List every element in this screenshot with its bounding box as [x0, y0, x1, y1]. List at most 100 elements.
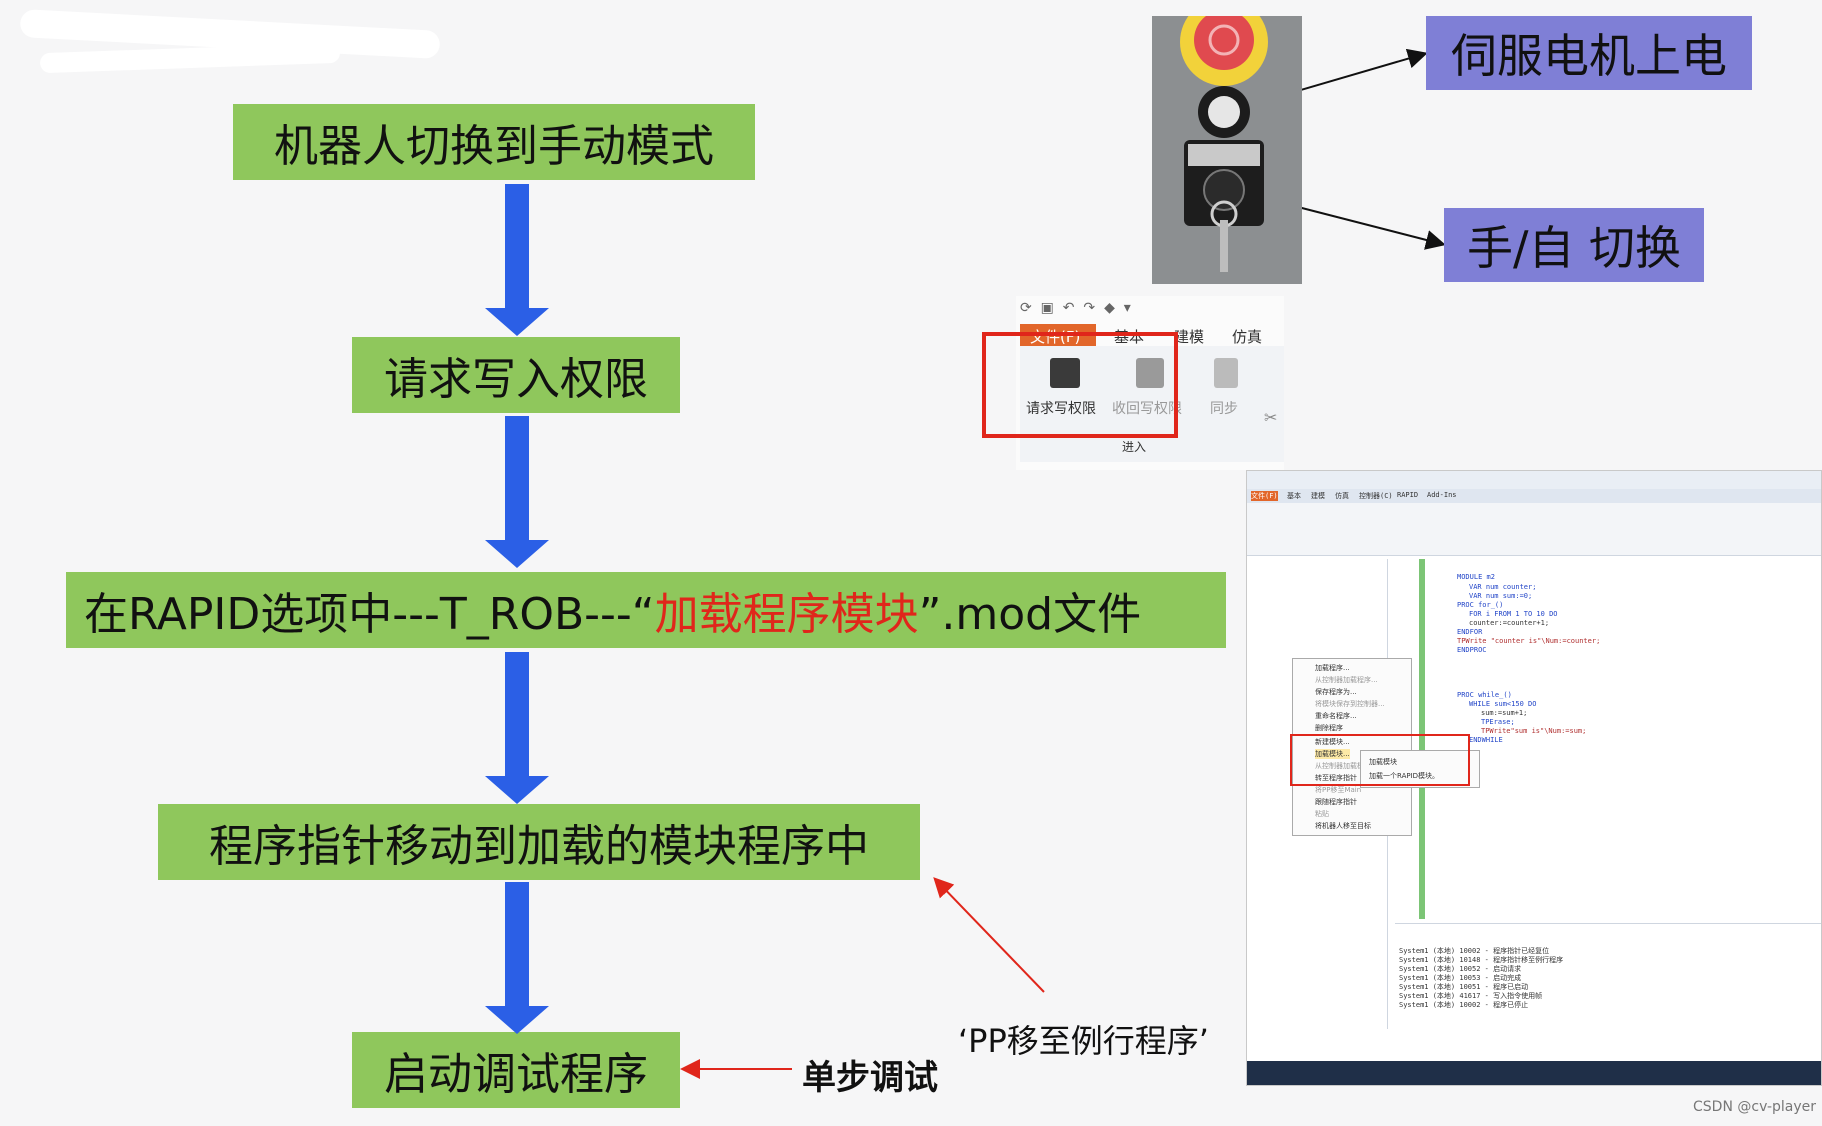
- context-menu-item[interactable]: 将机器人移至目标: [1315, 822, 1371, 830]
- studio-titlebar: [1247, 471, 1821, 489]
- code-line: VAR num sum:=0;: [1469, 592, 1533, 600]
- flow-step-5: 启动调试程序: [352, 1032, 680, 1108]
- control-panel-photo: [1152, 16, 1302, 284]
- quick-access-toolbar: ⟳ ▣ ↶ ↷ ◆ ▾: [1020, 300, 1220, 318]
- mode-switch-label-text: 手/自 切换: [1466, 221, 1682, 275]
- flow-arrow-2: [485, 416, 549, 568]
- code-line: MODULE m2: [1457, 573, 1495, 581]
- flow-arrow-1: [485, 184, 549, 336]
- dropdown-icon[interactable]: ▾: [1123, 300, 1131, 316]
- tab-simulation[interactable]: 仿真: [1232, 328, 1263, 346]
- code-line: TPWrite "counter is"\Num:=counter;: [1457, 637, 1601, 645]
- output-row: System1 (本地) 10053 - 启动完成: [1399, 974, 1522, 982]
- sync-icon: [1214, 358, 1238, 388]
- flow-step-2-text: 请求写入权限: [384, 354, 648, 405]
- context-menu-item[interactable]: 从控制器加载程序...: [1315, 676, 1378, 684]
- code-line: TPWrite"sum is"\Num:=sum;: [1481, 727, 1587, 735]
- output-row: System1 (本地) 10002 - 程序指针已经复位: [1399, 947, 1550, 955]
- context-menu-item[interactable]: 从控制器加载模块...: [1315, 762, 1378, 770]
- flow-step-3-highlight: 加载程序模块: [654, 589, 919, 640]
- code-editor[interactable]: MODULE m2 VAR num counter; VAR num sum:=…: [1395, 559, 1821, 919]
- ribbon-group-label: 进入: [1122, 440, 1147, 454]
- context-menu-item[interactable]: 加载程序...: [1315, 664, 1350, 672]
- context-menu-item[interactable]: 将PP移至Main: [1315, 786, 1362, 794]
- studio-ribbon: [1247, 503, 1821, 556]
- submenu-title: 加载模块: [1369, 758, 1397, 766]
- context-menu-item[interactable]: 粘贴: [1315, 810, 1329, 818]
- watermark: CSDN @cv-player: [1693, 1099, 1817, 1115]
- flow-step-3: 在RAPID选项中---T_ROB---“加载程序模块”.mod文件: [66, 572, 1226, 648]
- code-line: WHILE sum<150 DO: [1469, 700, 1537, 708]
- studio-tab-home[interactable]: 基本: [1287, 492, 1301, 500]
- output-row: System1 (本地) 10052 - 启动请求: [1399, 965, 1522, 973]
- control-panel-drawing: [1152, 16, 1302, 284]
- code-line: sum:=sum+1;: [1481, 709, 1528, 717]
- windows-taskbar: [1247, 1061, 1821, 1085]
- studio-tab-rapid[interactable]: RAPID: [1397, 491, 1419, 499]
- code-line: ENDWHILE: [1469, 736, 1503, 744]
- flow-step-2: 请求写入权限: [352, 337, 680, 413]
- studio-tab-file[interactable]: 文件(F): [1251, 491, 1278, 501]
- servo-label-text: 伺服电机上电: [1451, 29, 1727, 83]
- flow-step-4-text: 程序指针移动到加载的模块程序中: [209, 821, 869, 872]
- code-line: TPErase;: [1481, 718, 1515, 726]
- code-line: PROC while_(): [1457, 691, 1512, 699]
- context-menu-item[interactable]: 重命名程序...: [1315, 712, 1357, 720]
- tab-modeling[interactable]: 建模: [1174, 328, 1205, 346]
- ribbon-crop: ⟳ ▣ ↶ ↷ ◆ ▾ 文件(F) 基本 建模 仿真 请求写权限 收回写权限 同…: [982, 296, 1284, 470]
- request-write-icon: [1050, 358, 1080, 388]
- mode-switch-label: 手/自 切换: [1444, 208, 1704, 282]
- undo-icon[interactable]: ↶: [1062, 300, 1075, 316]
- studio-tab-simulation[interactable]: 仿真: [1335, 492, 1349, 500]
- code-line: FOR i FROM 1 TO 10 DO: [1469, 610, 1558, 618]
- code-line: VAR num counter;: [1469, 583, 1537, 591]
- code-line: counter:=counter+1;: [1469, 619, 1550, 627]
- code-line: ENDFOR: [1457, 628, 1483, 636]
- studio-tab-modeling[interactable]: 建模: [1311, 492, 1325, 500]
- cut-icon[interactable]: ✂: [1264, 408, 1278, 427]
- context-menu-item[interactable]: 保存程序为...: [1315, 688, 1357, 696]
- revoke-write-icon: [1136, 358, 1164, 388]
- servo-label: 伺服电机上电: [1426, 16, 1752, 90]
- context-menu-item[interactable]: 转至程序指针: [1315, 774, 1357, 782]
- studio-highlight-rect: [1290, 734, 1470, 786]
- code-line: PROC for_(): [1457, 601, 1504, 609]
- studio-tab-addins[interactable]: Add-Ins: [1427, 491, 1457, 499]
- sync-button[interactable]: 同步: [1210, 401, 1238, 417]
- context-menu-item[interactable]: 新建模块...: [1315, 738, 1350, 746]
- output-row: System1 (本地) 41617 - 写入指令使用帧: [1399, 992, 1543, 1000]
- pp-note: ‘PP移至例行程序’: [958, 1022, 1209, 1060]
- flow-step-4: 程序指针移动到加载的模块程序中: [158, 804, 920, 880]
- context-menu-item[interactable]: 加载模块...: [1315, 749, 1350, 759]
- redo-icon[interactable]: ↷: [1083, 300, 1096, 316]
- studio-tab-controller[interactable]: 控制器(C): [1359, 492, 1393, 500]
- context-menu-item[interactable]: 将模块保存到控制器...: [1315, 700, 1385, 708]
- output-row: System1 (本地) 10002 - 程序已停止: [1399, 1001, 1529, 1009]
- submenu-desc: 加载一个RAPID模块。: [1369, 772, 1440, 780]
- context-menu-item[interactable]: 跟随程序指针: [1315, 798, 1357, 806]
- refresh-icon[interactable]: ⟳: [1020, 300, 1032, 316]
- flow-step-1-text: 机器人切换到手动模式: [274, 121, 714, 172]
- flow-arrows: [485, 184, 549, 1034]
- highlight-rect: [982, 332, 1178, 438]
- studio-tabs: 文件(F) 基本 建模 仿真 控制器(C) RAPID Add-Ins: [1247, 489, 1821, 503]
- context-menu-item[interactable]: 删除程序: [1315, 724, 1343, 732]
- save-icon[interactable]: ▣: [1040, 300, 1054, 316]
- revoke-write-button[interactable]: 收回写权限: [1112, 401, 1182, 417]
- eraser-icon[interactable]: ◆: [1104, 300, 1115, 316]
- code-gutter: [1419, 559, 1425, 919]
- flow-arrow-4: [485, 882, 549, 1034]
- output-window: System1 (本地) 10002 - 程序指针已经复位 System1 (本…: [1395, 923, 1821, 1030]
- flow-arrow-3: [485, 652, 549, 804]
- code-line: ENDPROC: [1457, 646, 1487, 654]
- context-menu: 加载程序... 从控制器加载程序... 保存程序为... 将模块保存到控制器..…: [1292, 658, 1412, 836]
- request-write-button[interactable]: 请求写权限: [1026, 401, 1096, 417]
- output-row: System1 (本地) 10148 - 程序指针移至例行程序: [1399, 956, 1564, 964]
- flow-step-3-post: ”.mod文件: [918, 589, 1142, 640]
- flow-step-1: 机器人切换到手动模式: [233, 104, 755, 180]
- pp-arrow: [933, 877, 1045, 993]
- output-row: System1 (本地) 10051 - 程序已启动: [1399, 983, 1529, 991]
- flow-step-3-pre: 在RAPID选项中---T_ROB---“: [84, 589, 655, 640]
- flow-step-5-text: 启动调试程序: [384, 1049, 648, 1100]
